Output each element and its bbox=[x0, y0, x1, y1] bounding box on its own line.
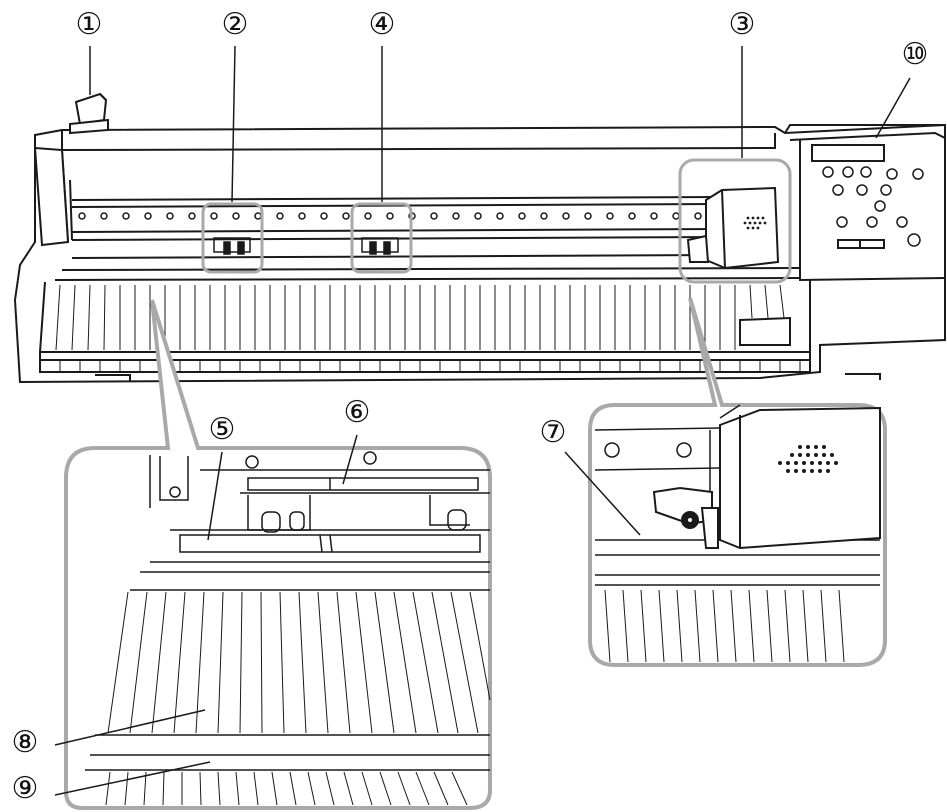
pinch-roller-center bbox=[361, 237, 399, 255]
callout-1: ① bbox=[75, 7, 103, 42]
media-set-lever bbox=[69, 92, 109, 135]
callout-5: ⑤ bbox=[208, 412, 236, 447]
zoom-bubble-right bbox=[588, 297, 887, 667]
callout-3: ③ bbox=[728, 7, 756, 42]
leader-lines bbox=[54, 45, 911, 796]
highlight-boxes bbox=[201, 158, 792, 284]
front-tray-slats bbox=[55, 284, 801, 372]
tool-carriage bbox=[686, 186, 780, 270]
control-panel-buttons bbox=[822, 166, 924, 247]
highlight-box-2 bbox=[201, 202, 264, 274]
leader-7 bbox=[564, 451, 641, 536]
rail-holes bbox=[78, 212, 702, 220]
carriage-vent bbox=[743, 216, 767, 230]
leader-5 bbox=[207, 451, 223, 541]
callout-7: ⑦ bbox=[539, 415, 567, 450]
callout-8: ⑧ bbox=[11, 725, 39, 760]
leader-10 bbox=[875, 77, 911, 139]
highlight-box-4 bbox=[350, 202, 413, 274]
callout-10: ⑩ bbox=[901, 37, 929, 72]
zoom-head-vent bbox=[778, 445, 838, 473]
leader-9 bbox=[54, 761, 211, 796]
leader-6 bbox=[342, 434, 358, 485]
callout-6: ⑥ bbox=[343, 395, 371, 430]
pinch-roller-left bbox=[213, 237, 251, 255]
callout-9: ⑨ bbox=[11, 771, 39, 806]
callout-2: ② bbox=[221, 7, 249, 42]
leader-8 bbox=[54, 709, 206, 746]
zoom-bubble-left bbox=[64, 299, 492, 810]
highlight-box-3 bbox=[678, 158, 792, 284]
leader-2 bbox=[231, 45, 236, 203]
callout-4: ④ bbox=[368, 7, 396, 42]
